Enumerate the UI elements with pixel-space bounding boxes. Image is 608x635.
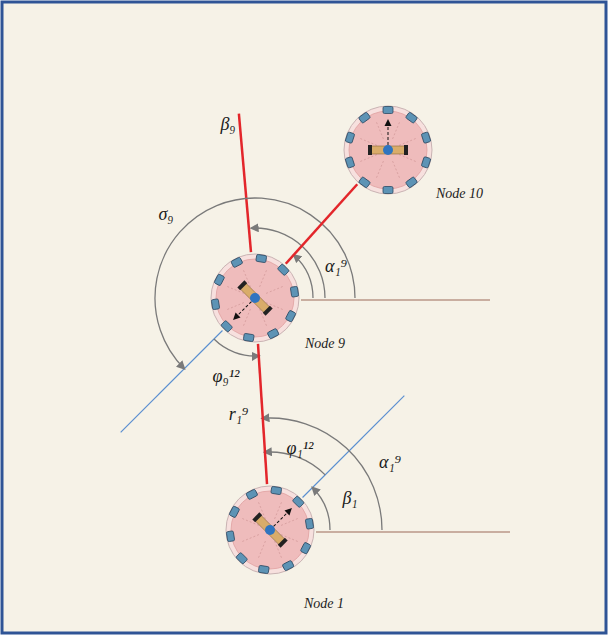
robot-node: Node 9 bbox=[205, 248, 305, 348]
sensor-ray bbox=[281, 519, 298, 526]
arrow-head bbox=[231, 312, 241, 322]
sensor bbox=[290, 286, 298, 297]
center-dot bbox=[383, 145, 393, 155]
edge-label: r₁⁹ bbox=[229, 404, 249, 425]
chassis bbox=[240, 283, 270, 313]
robot-node: Node 1 bbox=[220, 480, 320, 580]
sensor bbox=[345, 157, 355, 169]
center-dot bbox=[263, 523, 277, 537]
angle-label: β₉ bbox=[220, 114, 235, 135]
link-line bbox=[286, 184, 358, 264]
angle-label: α₁⁹ bbox=[379, 452, 401, 473]
wheel bbox=[278, 538, 288, 548]
sensor bbox=[271, 486, 282, 494]
sensor bbox=[231, 257, 243, 268]
sensor-ray bbox=[399, 139, 416, 146]
angle-arc bbox=[312, 488, 330, 530]
sensor-ray bbox=[399, 155, 416, 162]
chassis bbox=[255, 515, 285, 545]
arrow-head bbox=[385, 119, 392, 126]
reference-lines bbox=[121, 114, 510, 532]
sensor-ray bbox=[275, 502, 282, 519]
angle-label: φ₉¹² bbox=[212, 366, 239, 387]
sensor bbox=[405, 112, 417, 124]
sensor bbox=[267, 328, 279, 339]
sensor bbox=[236, 552, 248, 564]
sensor bbox=[421, 157, 431, 169]
sensor bbox=[229, 506, 240, 518]
angle-label: σ₉ bbox=[158, 204, 173, 225]
sensor bbox=[358, 177, 370, 189]
robot-rim bbox=[344, 106, 432, 194]
link-line bbox=[258, 344, 267, 484]
sensor-ray bbox=[377, 122, 384, 139]
robot-rim bbox=[211, 254, 299, 342]
robot-rim bbox=[226, 486, 314, 574]
reference-line bbox=[316, 531, 510, 532]
reference-line bbox=[301, 299, 490, 300]
sensor bbox=[383, 187, 393, 194]
sensor bbox=[305, 518, 313, 529]
sensor-ray bbox=[242, 535, 259, 542]
sensor bbox=[211, 299, 219, 310]
robot-node: Node 10 bbox=[338, 100, 438, 200]
sensor bbox=[221, 320, 233, 332]
sensor bbox=[300, 542, 311, 554]
sensor-ray bbox=[227, 303, 244, 310]
robot-body bbox=[349, 111, 427, 189]
sensor bbox=[421, 132, 431, 144]
robot-body bbox=[216, 259, 294, 337]
chassis bbox=[371, 146, 405, 154]
sensor bbox=[405, 177, 417, 189]
heading-line bbox=[121, 331, 223, 433]
sensor-ray bbox=[360, 155, 377, 162]
heading-line bbox=[303, 396, 405, 498]
sensor-ray bbox=[360, 139, 377, 146]
arrow-head bbox=[284, 506, 294, 516]
sensor-ray bbox=[266, 287, 283, 294]
sensor-ray bbox=[244, 309, 251, 326]
bearing-line bbox=[239, 114, 251, 252]
wheel bbox=[263, 306, 273, 316]
wheel bbox=[368, 145, 372, 155]
sensor bbox=[282, 560, 294, 571]
robot-body bbox=[231, 491, 309, 569]
node-label: Node 10 bbox=[436, 186, 483, 202]
node-label: Node 9 bbox=[305, 336, 345, 352]
robot-figure bbox=[338, 100, 438, 200]
angle-label: α₁⁹ bbox=[325, 256, 347, 277]
angle-arc bbox=[155, 198, 355, 369]
sensor bbox=[285, 310, 296, 322]
sensor bbox=[226, 531, 234, 542]
wheel bbox=[404, 145, 408, 155]
node-label: Node 1 bbox=[304, 596, 344, 612]
sensor bbox=[243, 333, 254, 341]
robot-figure bbox=[220, 480, 320, 580]
sensor bbox=[256, 254, 267, 262]
sensor-ray bbox=[393, 122, 400, 139]
sensor bbox=[292, 496, 304, 508]
sensor bbox=[358, 112, 370, 124]
sensor bbox=[277, 264, 289, 276]
robot-figure bbox=[205, 248, 305, 348]
sensor bbox=[383, 107, 393, 114]
angle-label: β₁ bbox=[342, 488, 357, 509]
wheel bbox=[252, 512, 262, 522]
sensor bbox=[214, 274, 225, 286]
sensor-ray bbox=[259, 541, 266, 558]
sensor-ray bbox=[393, 161, 400, 178]
sensor bbox=[246, 489, 258, 500]
sensor-ray bbox=[260, 270, 267, 287]
angle-label: φ₁¹² bbox=[286, 438, 313, 459]
wheel bbox=[237, 280, 247, 290]
sensor-ray bbox=[377, 161, 384, 178]
sensor bbox=[258, 565, 269, 573]
sensor bbox=[345, 132, 355, 144]
center-dot bbox=[248, 291, 262, 305]
